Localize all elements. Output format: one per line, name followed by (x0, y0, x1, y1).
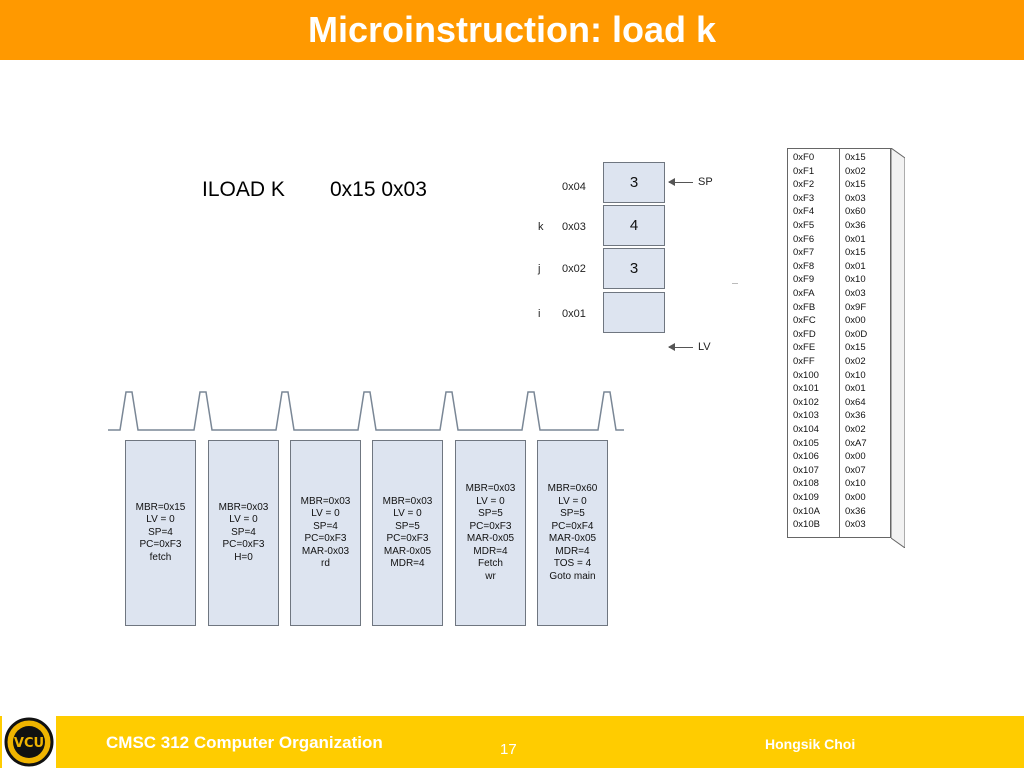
memory-address: 0xFA (793, 288, 815, 299)
memory-value: 0x15 (845, 152, 866, 163)
memory-address: 0xF7 (793, 247, 815, 259)
memory-value: 0x36 (845, 220, 866, 231)
memory-address: 0x10B (793, 519, 820, 531)
cycle-text: MBR=0x03 LV = 0 SP=5 PC=0xF3 MAR-0x05 MD… (382, 495, 433, 570)
memory-address: 0xF6 (793, 233, 815, 245)
memory-address: 0x100 (793, 369, 819, 381)
cycle-box: MBR=0x60 LV = 0 SP=5 PC=0xF4 MAR-0x05 MD… (537, 440, 608, 626)
memory-value: 0x03 (845, 192, 866, 204)
memory-value: 0x36 (845, 410, 866, 422)
memory-value: 0x10 (845, 274, 866, 286)
memory-address: 0x108 (793, 478, 819, 490)
cycle-box: MBR=0x03 LV = 0 SP=5 PC=0xF3 MAR-0x05 MD… (372, 440, 443, 626)
memory-value: 0x15 (845, 342, 866, 354)
memory-address: 0xFB (793, 301, 816, 313)
memory-divider (839, 148, 840, 538)
cycle-text: MBR=0x03 LV = 0 SP=5 PC=0xF3 MAR-0x05 MD… (465, 483, 516, 582)
footer-author: Hongsik Choi (765, 736, 856, 752)
memory-3d-side (891, 148, 905, 548)
stack-cell: 4 (603, 205, 665, 246)
memory-value: 0x10 (845, 369, 866, 381)
memory-value: 0x00 (845, 315, 866, 327)
memory-address: 0xFE (793, 342, 816, 354)
memory-address: 0xF3 (793, 192, 815, 204)
memory-value: 0x01 (845, 260, 866, 272)
memory-value: 0x00 (845, 451, 866, 463)
memory-value: 0x01 (845, 233, 866, 245)
stack-addr-label: 0x01 (562, 308, 586, 320)
memory-address: 0x101 (793, 383, 819, 395)
memory-address: 0x106 (793, 451, 819, 463)
stack-addr-label: 0x04 (562, 181, 586, 193)
memory-address: 0x104 (793, 424, 819, 435)
divider-mark (732, 283, 738, 284)
memory-address: 0xFD (793, 328, 816, 340)
stack-addr-label: 0x02 (562, 263, 586, 275)
cycle-box: MBR=0x15 LV = 0 SP=4 PC=0xF3 fetch (125, 440, 196, 626)
memory-address: 0xFC (793, 315, 816, 327)
memory-value: 0x36 (845, 505, 866, 517)
memory-value: 0x0D (845, 328, 868, 340)
memory-address: 0x10A (793, 505, 820, 517)
title-bar (0, 0, 1024, 60)
memory-value: 0x03 (845, 519, 866, 531)
sp-arrow-icon (668, 178, 693, 186)
memory-address: 0xF8 (793, 260, 815, 272)
memory-address: 0xF1 (793, 165, 815, 177)
stack-var-label: i (538, 308, 541, 320)
memory-address: 0x103 (793, 410, 819, 422)
stack-addr-label: 0x03 (562, 221, 586, 233)
memory-value: 0x02 (845, 356, 866, 367)
stack-cell (603, 292, 665, 333)
stack-cell: 3 (603, 162, 665, 203)
stack-cell: 3 (603, 248, 665, 289)
memory-value: 0x07 (845, 464, 866, 476)
memory-value: 0x03 (845, 288, 866, 299)
cycle-text: MBR=0x03 LV = 0 SP=4 PC=0xF3 MAR-0x03 rd (300, 495, 351, 570)
stack-var-label: k (538, 221, 544, 233)
memory-address: 0xF4 (793, 206, 815, 218)
memory-value: 0x02 (845, 165, 866, 177)
memory-value: 0x15 (845, 179, 866, 191)
cycle-box: MBR=0x03 LV = 0 SP=4 PC=0xF3 H=0 (208, 440, 279, 626)
cycle-box: MBR=0x03 LV = 0 SP=4 PC=0xF3 MAR-0x03 rd (290, 440, 361, 626)
footer-bar (0, 716, 1024, 768)
memory-address: 0x109 (793, 492, 819, 503)
memory-address: 0xFF (793, 356, 815, 367)
memory-block: 0xF0 0x15 0xF1 0x02 0xF2 0x15 0xF3 0x03 0xF4 0x60… (787, 148, 905, 548)
memory-address: 0x102 (793, 396, 819, 408)
cycle-text: MBR=0x15 LV = 0 SP=4 PC=0xF3 fetch (135, 501, 186, 563)
svg-text:VCU: VCU (14, 736, 44, 751)
clock-waveform (108, 391, 624, 431)
memory-value: 0x60 (845, 206, 866, 218)
memory-value: 0x02 (845, 424, 866, 435)
memory-address: 0x105 (793, 437, 819, 449)
page-number: 17 (500, 741, 517, 758)
cycle-text: MBR=0x60 LV = 0 SP=5 PC=0xF4 MAR-0x05 MD… (547, 483, 598, 582)
vcu-logo-icon: VCU (2, 716, 56, 768)
memory-address: 0xF2 (793, 179, 815, 191)
footer-course: CMSC 312 Computer Organization (106, 733, 383, 752)
memory-value: 0xA7 (845, 437, 867, 449)
memory-value: 0x00 (845, 492, 866, 503)
lv-pointer-label: LV (698, 341, 711, 353)
lv-arrow-icon (668, 343, 693, 351)
sp-pointer-label: SP (698, 176, 713, 188)
memory-value: 0x64 (845, 396, 866, 408)
memory-value: 0x15 (845, 247, 866, 259)
memory-address: 0xF5 (793, 220, 815, 231)
cycle-box: MBR=0x03 LV = 0 SP=5 PC=0xF3 MAR-0x05 MD… (455, 440, 526, 626)
cycle-text: MBR=0x03 LV = 0 SP=4 PC=0xF3 H=0 (218, 501, 269, 563)
slide-title: Microinstruction: load k (307, 9, 717, 50)
stack-var-label: j (538, 263, 541, 275)
memory-value: 0x10 (845, 478, 866, 490)
instruction-operands: 0x15 0x03 (330, 178, 427, 201)
memory-address: 0xF0 (793, 152, 815, 163)
memory-value: 0x9F (845, 301, 867, 313)
memory-address: 0x107 (793, 464, 819, 476)
memory-address: 0xF9 (793, 274, 815, 286)
memory-value: 0x01 (845, 383, 866, 395)
instruction-opcode: ILOAD K (202, 178, 285, 201)
